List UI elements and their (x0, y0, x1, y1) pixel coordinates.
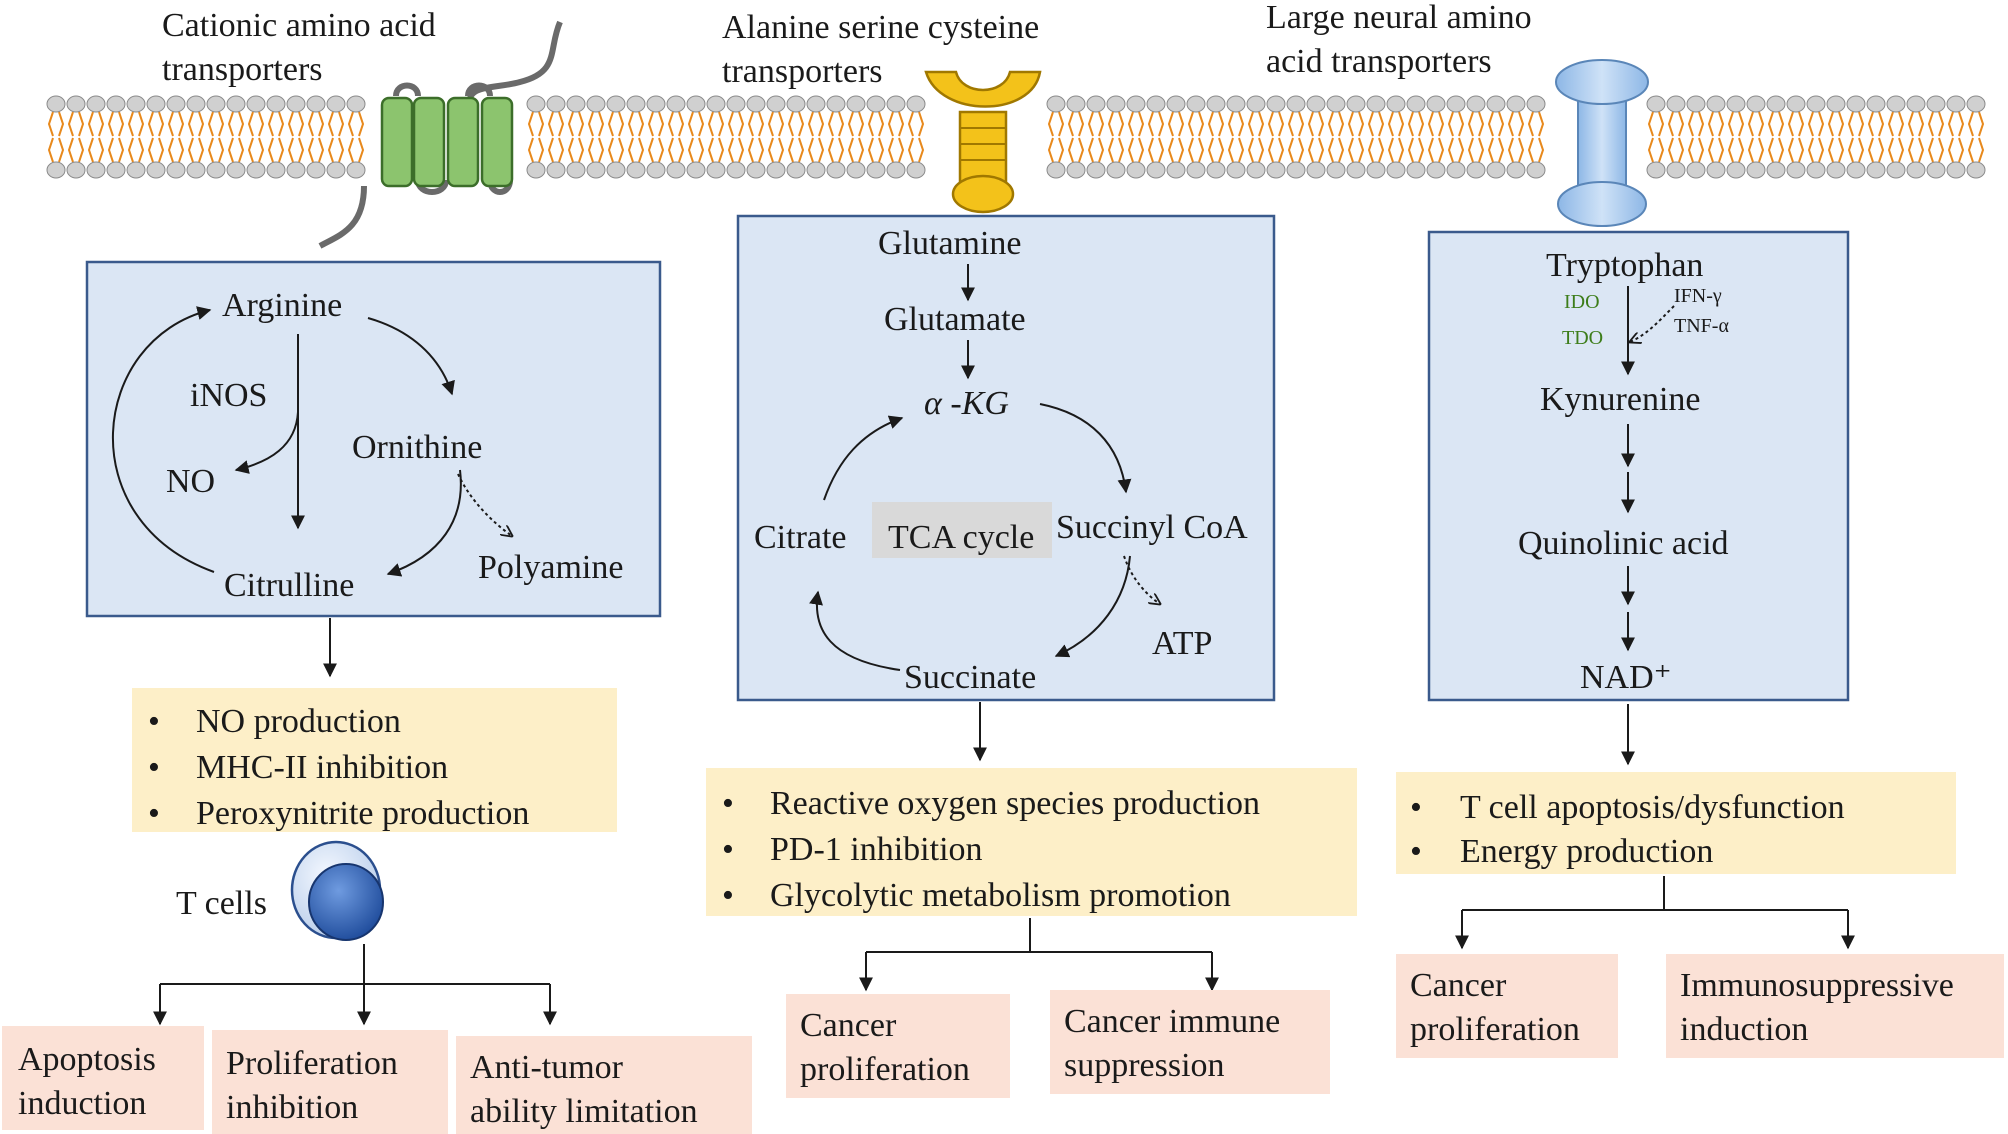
outcome-box-immune-suppression (1050, 990, 1330, 1094)
effect-item: Peroxynitrite production (196, 795, 529, 832)
asc-transporter-icon (924, 70, 1042, 214)
polyamine-node: Polyamine (478, 549, 623, 586)
ornithine-node: Ornithine (352, 429, 482, 466)
nad-node: NAD⁺ (1580, 659, 1672, 696)
svg-text:•: • (148, 795, 160, 832)
effect-item: Reactive oxygen species production (770, 785, 1260, 822)
ifn-gamma-label: IFN-γ (1674, 285, 1722, 307)
citrulline-node: Citrulline (224, 567, 354, 604)
effect-item: NO production (196, 703, 401, 740)
outcome-box-antitumor (456, 1036, 752, 1134)
svg-text:•: • (148, 749, 160, 786)
tryptophan-effects-box (1396, 772, 1956, 874)
svg-text:•: • (722, 785, 734, 822)
citrate-node: Citrate (754, 519, 847, 556)
effect-item: Glycolytic metabolism promotion (770, 877, 1231, 914)
glutamine-effects-list: • • • Reactive oxygen species production… (722, 785, 1260, 914)
effect-item: Energy production (1460, 833, 1713, 870)
arginine-node: Arginine (222, 287, 342, 324)
glutamine-arrows (809, 264, 1160, 762)
svg-text:•: • (722, 831, 734, 868)
tryptophan-node: Tryptophan (1546, 247, 1703, 284)
tcell-icon (290, 840, 384, 941)
tca-label-bg (872, 502, 1052, 558)
kynurenine-node: Kynurenine (1540, 381, 1701, 418)
tryptophan-outcome-arrows (1455, 876, 1855, 950)
arginine-outcome-arrows (153, 944, 557, 1026)
svg-text:•: • (1410, 833, 1422, 870)
tdo-label: TDO (1562, 327, 1603, 349)
atp-node: ATP (1152, 625, 1212, 662)
arginine-effects-list: • • • NO production MHC-II inhibition Pe… (148, 703, 529, 832)
ido-label: IDO (1564, 291, 1600, 313)
succinyl-coa-node: Succinyl CoA (1056, 509, 1248, 546)
tryptophan-arrows (1621, 286, 1675, 766)
inos-label: iNOS (190, 377, 267, 414)
effect-item: MHC-II inhibition (196, 749, 448, 786)
arginine-effects-box (132, 688, 617, 832)
outcome-box-apoptosis (2, 1026, 204, 1130)
glutamine-outcome-arrows (859, 918, 1219, 992)
succinate-node: Succinate (904, 659, 1036, 696)
svg-text:•: • (148, 703, 160, 740)
effect-item: T cell apoptosis/dysfunction (1460, 789, 1845, 826)
akg-node: α -KG (924, 385, 1009, 422)
glutamine-effects-box (706, 768, 1357, 916)
outcome-box-immunosuppressive (1666, 954, 2004, 1058)
glutamine-pathway-box (736, 214, 1276, 702)
tnf-alpha-label: TNF-α (1674, 315, 1729, 337)
glutamate-node: Glutamate (884, 301, 1026, 338)
no-node: NO (166, 463, 215, 500)
svg-text:•: • (722, 877, 734, 914)
quinolinic-acid-node: Quinolinic acid (1518, 525, 1729, 562)
tca-cycle-label: TCA cycle (888, 519, 1034, 556)
arginine-arrows (112, 306, 512, 678)
cell-membrane (46, 95, 1986, 179)
tcells-label: T cells (176, 885, 267, 922)
tryptophan-effects-list: • • T cell apoptosis/dysfunction Energy … (1410, 789, 1845, 870)
outcome-box-proliferation-inhibition (212, 1030, 448, 1134)
effect-item: PD-1 inhibition (770, 831, 983, 868)
outcome-box-trp-cancer-proliferation (1396, 954, 1618, 1058)
glutamine-node: Glutamine (878, 225, 1022, 262)
tryptophan-pathway-box (1427, 230, 1850, 702)
cationic-transporter-icon (318, 20, 563, 249)
svg-text:•: • (1410, 789, 1422, 826)
outcome-box-cancer-proliferation (786, 994, 1010, 1098)
lat-transporter-icon (1555, 59, 1649, 227)
